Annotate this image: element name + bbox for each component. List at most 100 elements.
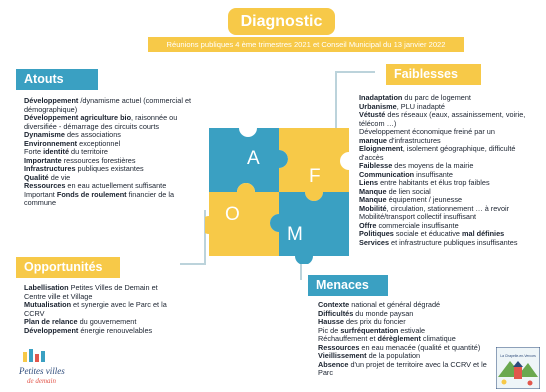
menaces-item: Réchauffement et dérèglement climatique <box>318 334 488 344</box>
faiblesses-item: Vétusté des réseaux (eaux, assainissemen… <box>359 110 541 128</box>
atouts-item: Forte identité du territoire <box>24 147 202 157</box>
item-prefix: Important <box>24 189 57 199</box>
item-keyword: Liens <box>359 178 379 187</box>
item-text: Développement économique freiné par un <box>359 127 495 136</box>
faiblesses-item: Liens entre habitants et élus trop faibl… <box>359 178 541 188</box>
item-prefix: Forte <box>24 147 44 156</box>
swot-puzzle: A F O M <box>205 120 353 264</box>
item-keyword: Développement <box>24 96 79 105</box>
item-keyword: Importante <box>24 155 62 165</box>
item-text: des prix du foncier <box>343 317 406 326</box>
puzzle-piece-o <box>205 183 279 256</box>
item-keyword: Qualité <box>24 172 49 182</box>
puzzle-letter-a: A <box>247 148 260 169</box>
item-text: des associations <box>64 130 121 139</box>
item-keyword: Faiblesse <box>359 161 393 170</box>
item-keyword: Manque <box>359 186 387 196</box>
item-text: , PLU inadapté <box>396 101 445 111</box>
atouts-item: Environnement exceptionnel <box>24 138 202 149</box>
page-subtitle: Réunions publiques 4 ème trimestres 2021… <box>148 37 464 52</box>
faiblesses-item: Eloignement, isolement géographique, dif… <box>359 144 541 162</box>
logo-left-line1: Petites villes <box>18 366 65 376</box>
atouts-item: Ressources en eau actuellement suffisant… <box>24 181 202 191</box>
item-keyword: Mobilité <box>359 203 387 213</box>
opportunites-heading: Opportunités <box>16 257 120 278</box>
puzzle-letter-f: F <box>309 166 321 187</box>
item-keyword: Environnement <box>24 138 78 148</box>
item-keyword: Eloignement <box>359 144 403 153</box>
page-title: Diagnostic <box>228 8 335 35</box>
faiblesses-heading: Faiblesses <box>386 64 481 85</box>
item-text: climatique <box>420 334 456 343</box>
opportunites-item: Mutualisation et synergie avec le Parc e… <box>24 300 174 318</box>
item-keyword: mal définies <box>462 229 505 238</box>
menaces-item: Absence d'un projet de territoire avec l… <box>318 359 488 378</box>
item-keyword: Inadaptation <box>359 93 403 102</box>
faiblesses-item: Inadaptation du parc de logement <box>359 93 541 103</box>
item-text: en eau menacée (qualité et quantité) <box>359 342 481 352</box>
item-text: du gouvernement <box>77 317 137 326</box>
item-text: insuffisante <box>414 169 453 179</box>
opportunites-item: Plan de relance du gouvernement <box>24 317 174 327</box>
item-text: , raisonnée ou diversifiée - démarrage d… <box>24 113 178 131</box>
atouts-item: Important Fonds de roulement financier d… <box>24 189 202 208</box>
item-keyword: Absence <box>318 359 349 369</box>
atouts-list: Développement /dynamisme actuel (commerc… <box>24 96 202 208</box>
item-text: /dynamisme actuel (commercial et démogra… <box>24 96 192 114</box>
item-text: des réseaux (eaux, assainissement, voiri… <box>359 110 526 128</box>
item-text: entre habitants et élus trop faibles <box>378 178 490 187</box>
item-text: de la population <box>366 351 421 360</box>
opportunites-item: Développement énergie renouvelables <box>24 326 174 336</box>
item-keyword: Manque <box>359 195 387 204</box>
item-prefix: Pic de <box>318 325 341 335</box>
logo-left-line2: de demain <box>27 377 56 385</box>
item-text: en eau actuellement suffisante <box>65 181 167 190</box>
puzzle-graphic: A F O M <box>205 128 349 264</box>
item-keyword: surfréquentation <box>340 325 399 335</box>
menaces-item: Hausse des prix du foncier <box>318 317 488 327</box>
item-keyword: Urbanisme <box>359 101 397 111</box>
petites-villes-logo: Petites villes de demain <box>17 346 72 386</box>
item-keyword: Offre <box>359 220 377 230</box>
item-keyword: Contexte <box>318 300 350 309</box>
logo-right-caption: La Chapelle-en-Vercors <box>500 354 536 358</box>
item-text: des moyens de la mairie <box>392 161 474 170</box>
atouts-item: Développement agriculture bio, raisonnée… <box>24 113 202 131</box>
opportunites-list: Labellisation Petites Villes de Demain e… <box>24 283 174 336</box>
opportunites-item: Labellisation Petites Villes de Demain e… <box>24 283 174 301</box>
item-text: et infrastructure publiques insuffisante… <box>389 237 518 247</box>
item-keyword: Ressources <box>24 181 66 190</box>
faiblesses-item: Politiques sociale et éducative mal défi… <box>359 229 541 239</box>
item-keyword: Vieillissement <box>318 351 367 360</box>
atouts-item: Dynamisme des associations <box>24 130 202 140</box>
faiblesses-item: Mobilité, circulation, stationnement … à… <box>359 203 541 214</box>
menaces-item: Contexte national et général dégradé <box>318 300 488 310</box>
faiblesses-item: Urbanisme, PLU inadapté <box>359 101 541 112</box>
item-keyword: Labellisation <box>24 283 69 292</box>
puzzle-piece-f <box>279 128 349 201</box>
item-text: du territoire <box>69 147 108 156</box>
connector-faiblesses <box>335 71 375 131</box>
atouts-item: Qualité de vie <box>24 172 202 183</box>
faiblesses-item: Communication insuffisante <box>359 169 541 180</box>
menaces-item: Pic de surfréquentation estivale <box>318 325 488 336</box>
item-text: sociale et éducative <box>393 229 463 238</box>
item-text: commerciale insuffisante <box>376 220 459 230</box>
faiblesses-item: Offre commerciale insuffisante <box>359 220 541 231</box>
item-keyword: Vétusté <box>359 110 386 119</box>
item-text: estivale <box>398 325 426 335</box>
item-keyword: Dynamisme <box>24 130 65 139</box>
item-keyword: identité <box>43 147 70 156</box>
menaces-item: Ressources en eau menacée (qualité et qu… <box>318 342 488 353</box>
connector-opportunites <box>180 210 206 265</box>
puzzle-piece-m <box>270 192 349 264</box>
item-text: publiques existantes <box>75 164 144 173</box>
item-prefix: Réchauffement et <box>318 334 378 343</box>
item-text: financier de la commune <box>24 189 175 207</box>
item-text: ressources forestières <box>61 155 136 165</box>
menaces-item: Difficultés du monde paysan <box>318 309 488 319</box>
la-chapelle-logo: La Chapelle-en-Vercors <box>495 346 541 390</box>
faiblesses-item: Mobilité/transport collectif insuffisant <box>359 212 541 222</box>
item-text: , circulation, stationnement … à revoir <box>386 203 510 213</box>
